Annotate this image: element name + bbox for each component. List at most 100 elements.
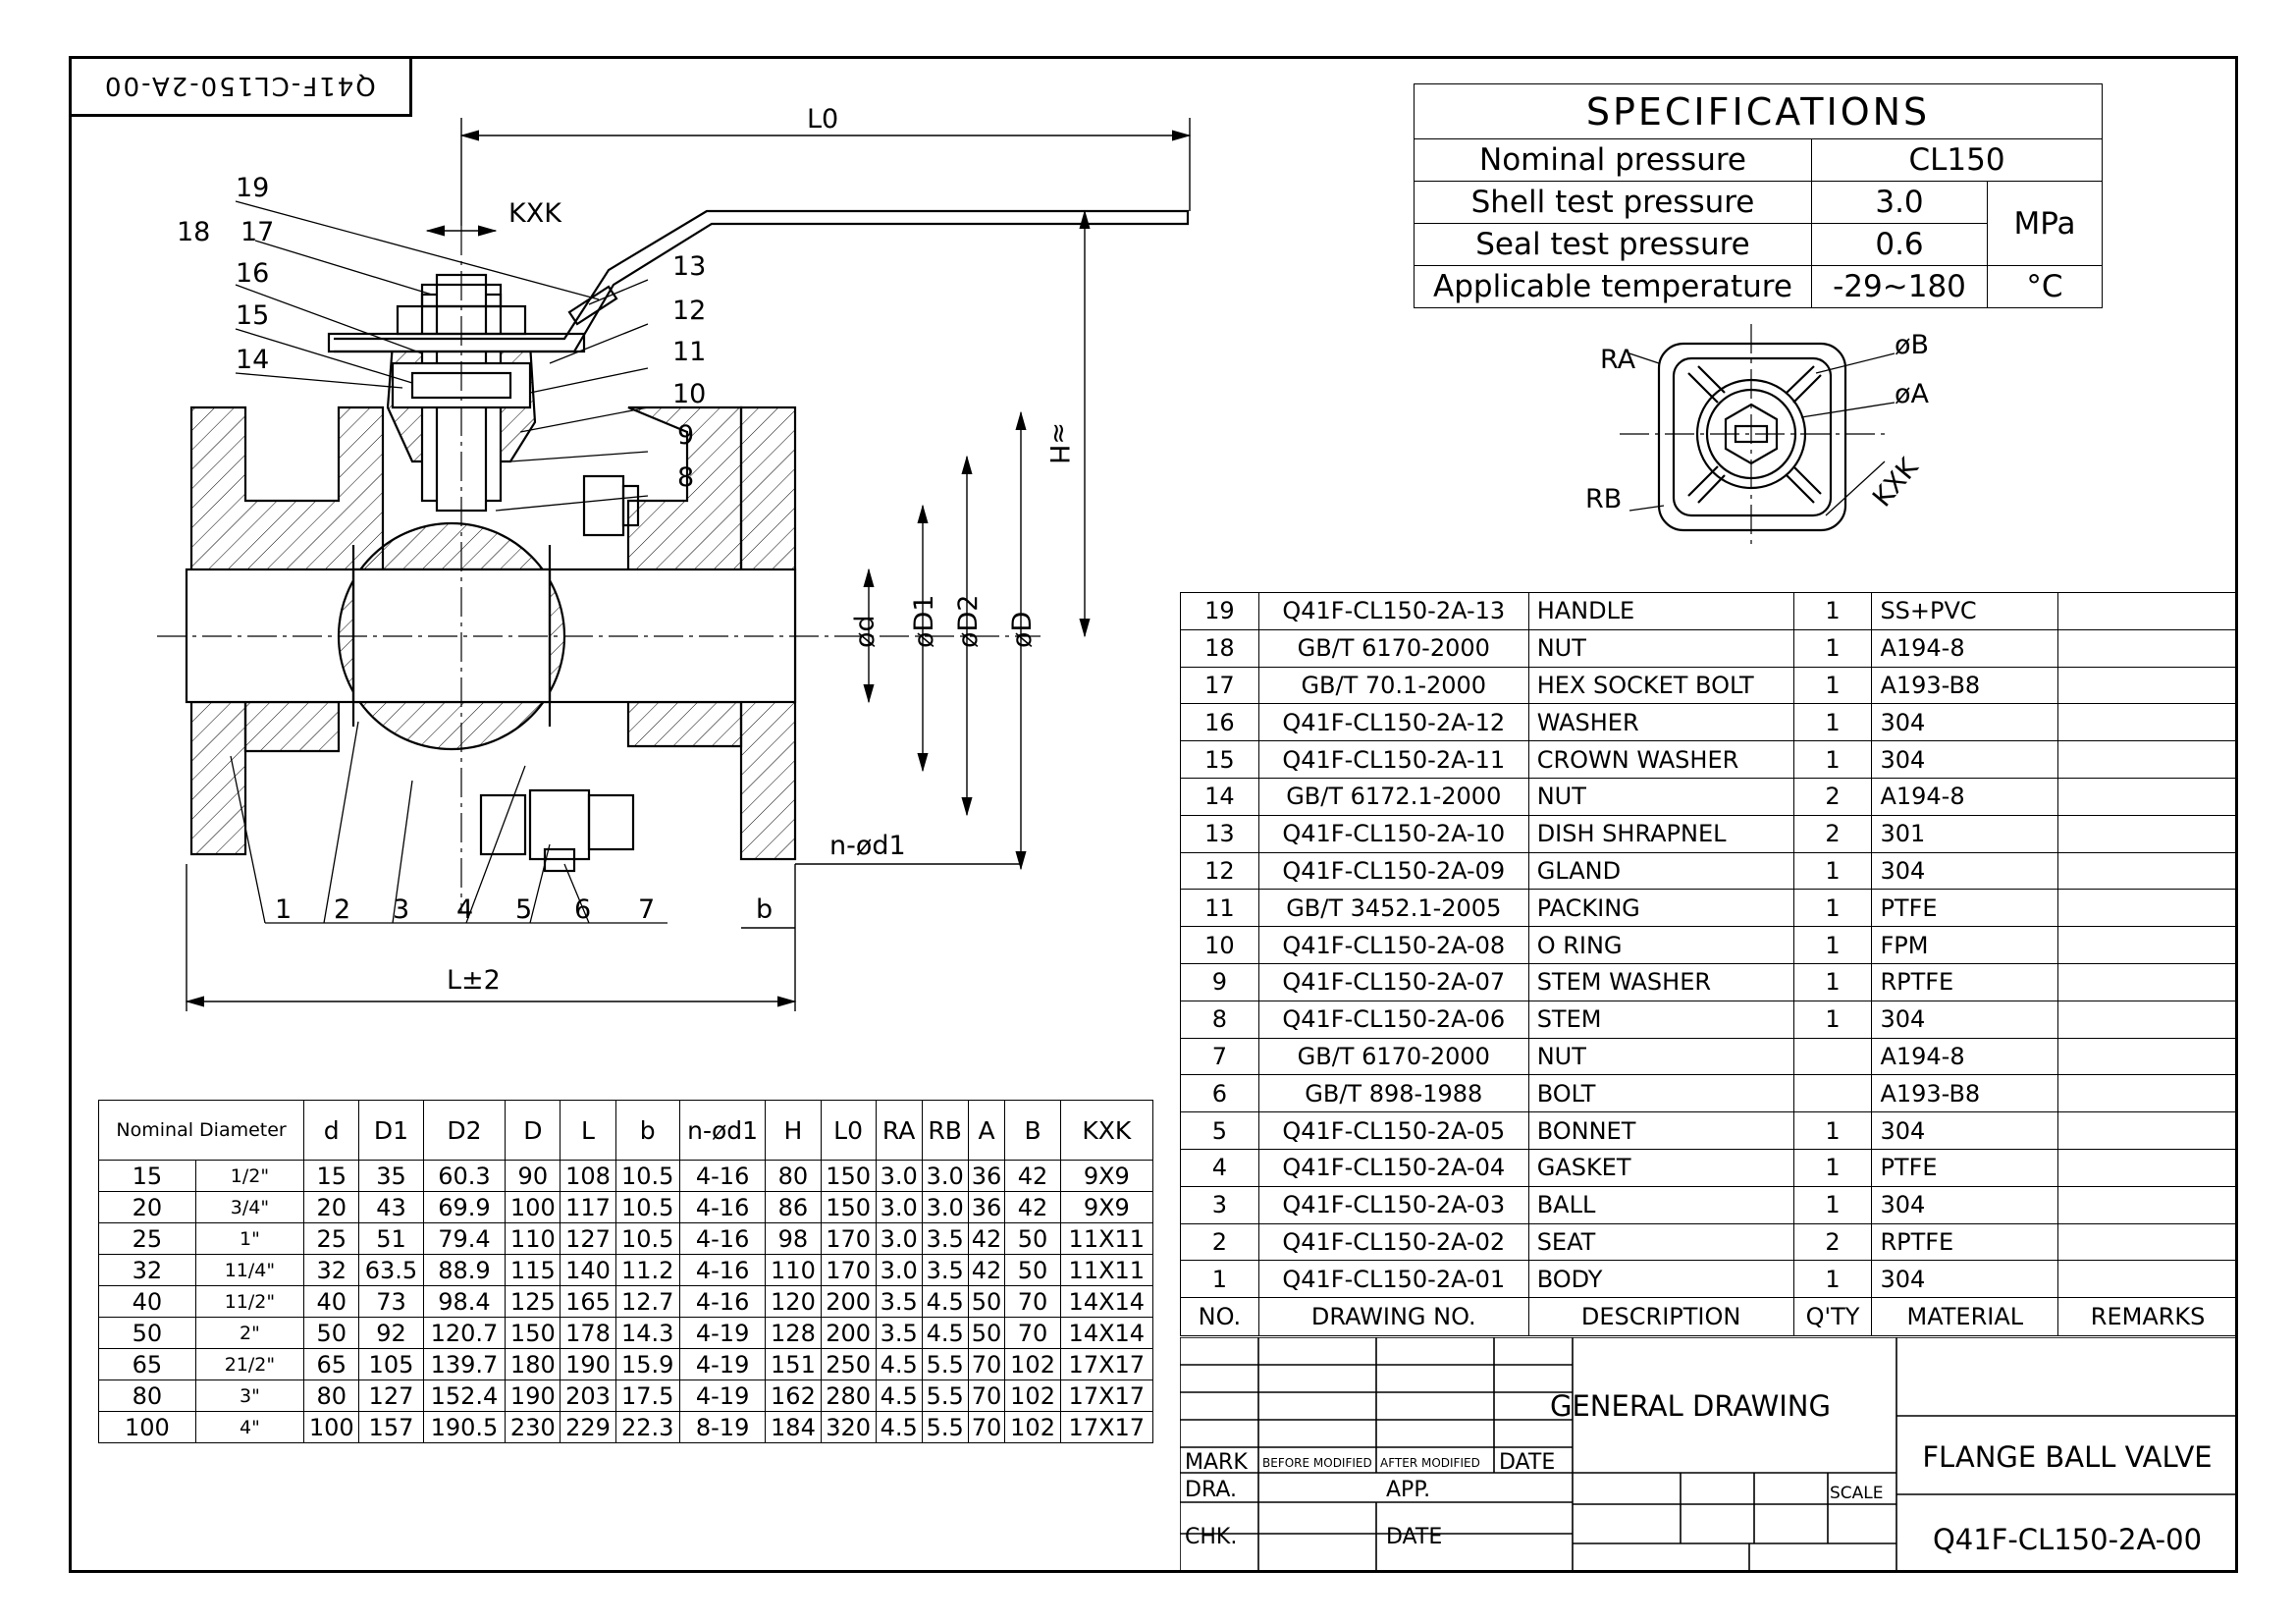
parts-cell: GB/T 3452.1-2005 — [1257, 889, 1529, 928]
parts-cell: 304 — [1871, 1111, 2059, 1150]
dim-cell: 20 — [303, 1191, 360, 1223]
parts-cell: 9 — [1180, 962, 1259, 1001]
dim-cell: 21/2" — [194, 1348, 305, 1380]
balloon-11: 11 — [672, 337, 706, 367]
dim-cell: 100 — [98, 1411, 196, 1443]
parts-cell — [2057, 1185, 2238, 1224]
dim-cell: 92 — [358, 1317, 424, 1349]
parts-header: Q'TY — [1792, 1297, 1873, 1337]
dim-cell: 70 — [967, 1348, 1006, 1380]
dim-cell: 120.7 — [422, 1317, 507, 1349]
parts-cell: BOLT — [1527, 1074, 1794, 1113]
scale-label: SCALE — [1830, 1484, 1884, 1503]
parts-cell: Q41F-CL150-2A-08 — [1257, 926, 1529, 964]
dim-cell: 3" — [194, 1380, 305, 1412]
dim-cell: 32 — [303, 1254, 360, 1286]
balloon-6: 6 — [574, 894, 591, 925]
parts-cell — [2057, 1074, 2238, 1113]
label-D1: øD1 — [909, 595, 939, 649]
spec-value: 3.0 — [1811, 181, 1988, 224]
parts-cell: 1 — [1792, 1185, 1873, 1224]
parts-cell: STEM — [1527, 1000, 1794, 1039]
parts-cell — [2057, 889, 2238, 928]
dim-cell: 5.5 — [921, 1411, 969, 1443]
dim-cell: 17X17 — [1059, 1348, 1154, 1380]
dim-cell: 230 — [505, 1411, 561, 1443]
dim-cell: 4.5 — [875, 1348, 923, 1380]
parts-cell: PACKING — [1527, 889, 1794, 928]
dim-cell: 162 — [765, 1380, 822, 1412]
parts-header: NO. — [1180, 1297, 1259, 1337]
parts-cell: 15 — [1180, 740, 1259, 779]
dim-cell: 151 — [765, 1348, 822, 1380]
dim-cell: 105 — [358, 1348, 424, 1380]
dim-cell: 5.5 — [921, 1380, 969, 1412]
dim-header: H — [765, 1100, 822, 1161]
dim-cell: 125 — [505, 1285, 561, 1318]
parts-cell — [2057, 962, 2238, 1001]
dim-cell: 50 — [967, 1317, 1006, 1349]
product-name: FLANGE BALL VALVE — [1922, 1440, 2212, 1474]
parts-cell — [2057, 592, 2238, 630]
dim-cell: 70 — [967, 1380, 1006, 1412]
parts-cell: Q41F-CL150-2A-03 — [1257, 1185, 1529, 1224]
dim-cell: 203 — [560, 1380, 616, 1412]
dim-cell: 4-16 — [678, 1222, 767, 1255]
dim-cell: 11/4" — [194, 1254, 305, 1286]
balloon-12: 12 — [672, 296, 706, 326]
parts-cell: 19 — [1180, 592, 1259, 630]
dim-header: b — [614, 1100, 680, 1161]
dim-cell: 4" — [194, 1411, 305, 1443]
parts-cell: 13 — [1180, 814, 1259, 853]
dim-cell: 40 — [303, 1285, 360, 1318]
specifications-title: SPECIFICATIONS — [1414, 83, 2103, 139]
parts-cell: FPM — [1871, 926, 2059, 964]
balloon-13: 13 — [672, 251, 706, 282]
parts-cell: 1 — [1792, 1111, 1873, 1150]
label-RA: RA — [1600, 345, 1636, 375]
dim-cell: 127 — [560, 1222, 616, 1255]
dim-cell: 50 — [1004, 1254, 1061, 1286]
flange-top-view — [1629, 342, 1896, 532]
dim-cell: 15 — [303, 1160, 360, 1192]
dim-cell: 110 — [505, 1222, 561, 1255]
parts-cell — [2057, 1111, 2238, 1150]
chk-label: CHK. — [1185, 1525, 1237, 1549]
parts-cell: 304 — [1871, 703, 2059, 742]
parts-cell: A194-8 — [1871, 777, 2059, 816]
parts-cell: 1 — [1792, 962, 1873, 1001]
parts-cell: WASHER — [1527, 703, 1794, 742]
parts-cell: Q41F-CL150-2A-02 — [1257, 1222, 1529, 1262]
parts-cell: GASKET — [1527, 1148, 1794, 1187]
spec-value: -29~180 — [1811, 265, 1988, 308]
dim-cell: 4.5 — [921, 1317, 969, 1349]
dim-cell: 4-16 — [678, 1285, 767, 1318]
dim-cell: 150 — [820, 1160, 877, 1192]
parts-cell: O RING — [1527, 926, 1794, 964]
parts-header: DRAWING NO. — [1257, 1297, 1529, 1337]
dim-cell: 250 — [820, 1348, 877, 1380]
dim-cell: 11X11 — [1059, 1254, 1154, 1286]
parts-cell — [2057, 1037, 2238, 1076]
parts-cell: Q41F-CL150-2A-07 — [1257, 962, 1529, 1001]
dim-cell: 100 — [505, 1191, 561, 1223]
mark-label: MARK — [1185, 1450, 1248, 1475]
parts-cell: A194-8 — [1871, 1037, 2059, 1076]
balloon-9: 9 — [677, 420, 694, 451]
dim-cell: 98.4 — [422, 1285, 507, 1318]
dim-header: d — [303, 1100, 360, 1161]
dim-cell: 4-19 — [678, 1380, 767, 1412]
balloon-16: 16 — [236, 258, 269, 289]
dim-cell: 9X9 — [1059, 1160, 1154, 1192]
parts-cell: 18 — [1180, 628, 1259, 668]
dim-header: B — [1004, 1100, 1061, 1161]
dim-cell: 3/4" — [194, 1191, 305, 1223]
parts-cell: 4 — [1180, 1148, 1259, 1187]
parts-cell: 304 — [1871, 851, 2059, 891]
title-tab: Q41F-CL150-2A-00 — [69, 56, 412, 117]
